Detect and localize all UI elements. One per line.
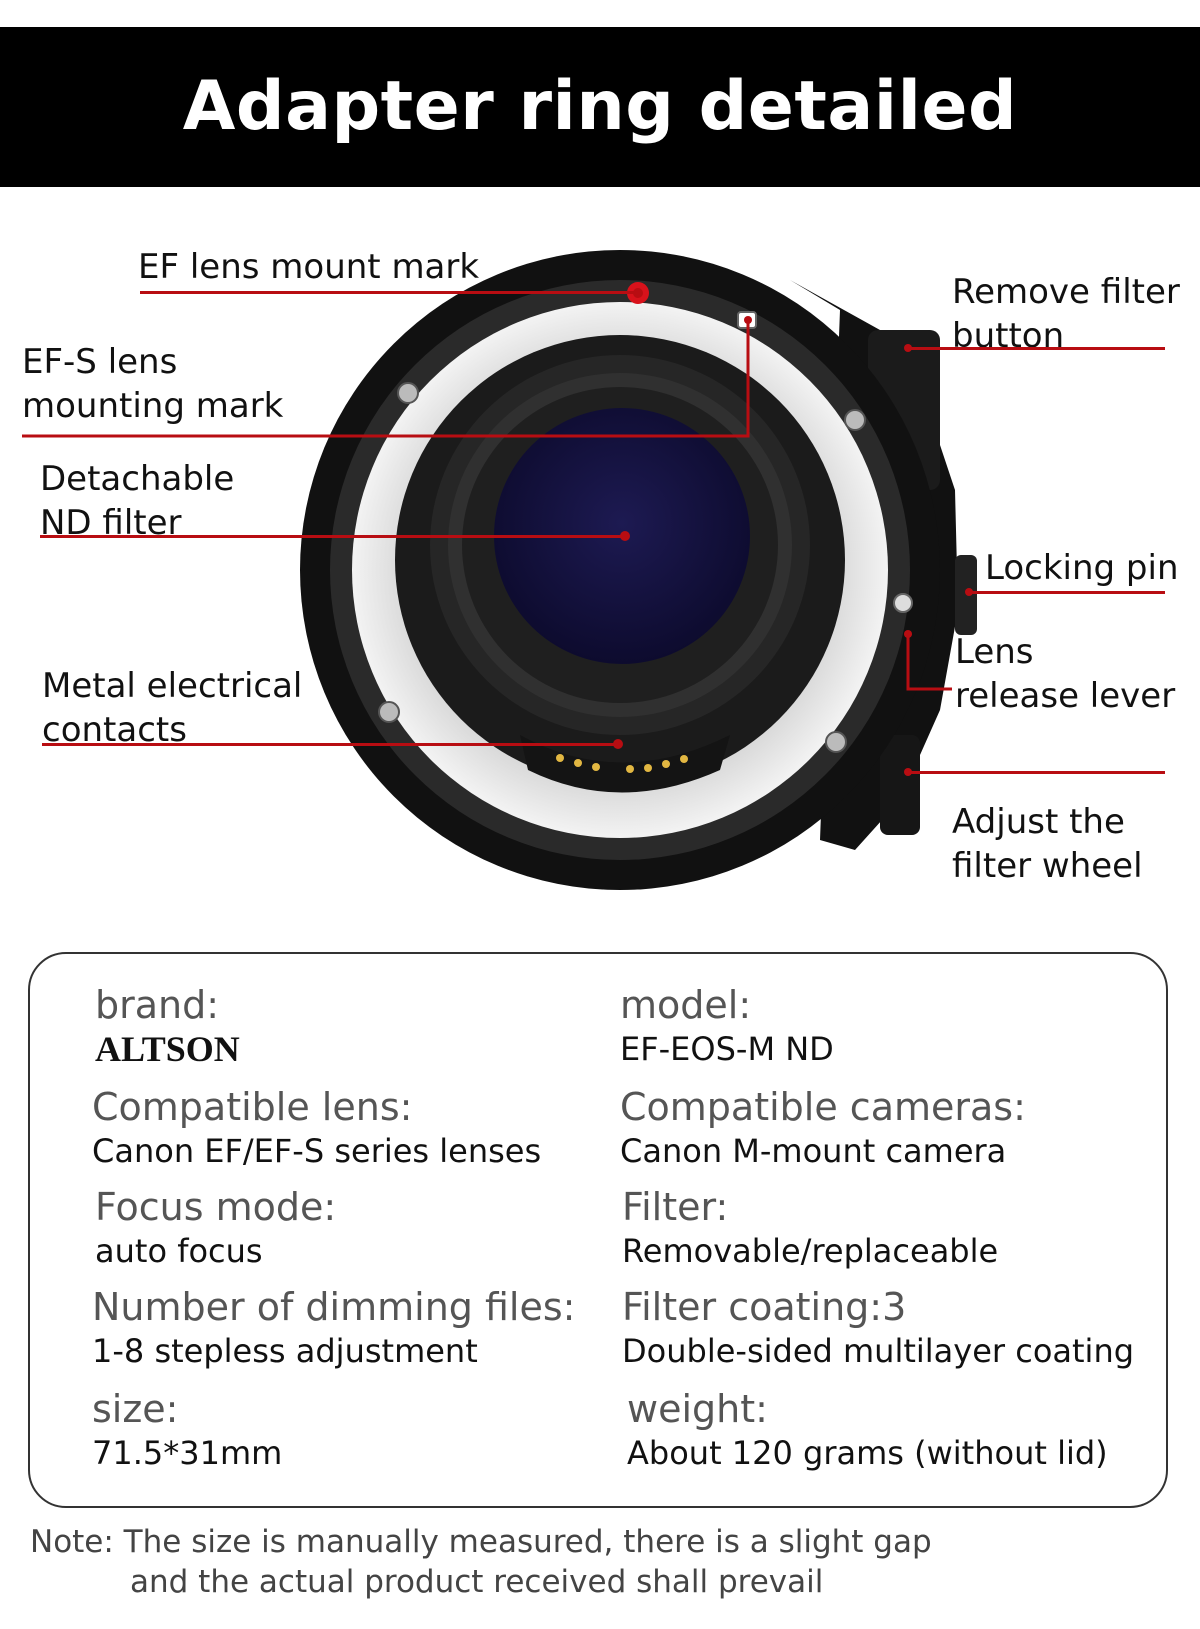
spec-label: size: xyxy=(92,1387,179,1431)
disclaimer-note: Note: The size is manually measured, the… xyxy=(30,1522,932,1602)
callout-lens-release-lever: Lens release lever xyxy=(955,632,1176,716)
spec-label: Number of dimming files: xyxy=(92,1285,576,1329)
spec-label: weight: xyxy=(627,1387,768,1431)
leader-locking-pin xyxy=(969,591,1165,594)
leader-remove-filter xyxy=(908,347,1165,350)
spec-label: Compatible cameras: xyxy=(620,1085,1026,1129)
leader-ef-mount xyxy=(140,291,638,294)
leader-filter-wheel xyxy=(908,771,1165,774)
spec-brand: brand: ALTSON xyxy=(95,982,240,1070)
spec-value: ALTSON xyxy=(95,1029,240,1069)
callout-locking-pin: Locking pin xyxy=(985,548,1179,588)
header-banner: Adapter ring detailed introduction xyxy=(0,27,1200,306)
leader-contacts xyxy=(42,743,618,746)
spec-value: Canon M-mount camera xyxy=(620,1132,1007,1170)
callout-ef-lens-mount-mark: EF lens mount mark xyxy=(138,247,480,287)
spec-focus-mode: Focus mode: auto focus xyxy=(95,1184,336,1272)
callout-efs-lens-mounting-mark: EF-S lens mounting mark xyxy=(22,342,284,426)
note-line-1: Note: The size is manually measured, the… xyxy=(30,1524,932,1560)
lens-release-lever xyxy=(893,593,913,613)
spec-value: Canon EF/EF-S series lenses xyxy=(92,1132,542,1170)
adapter-ring-illustration xyxy=(22,250,977,890)
callout-metal-electrical-contacts: Metal electrical contacts xyxy=(42,666,303,750)
spec-value: About 120 grams (without lid) xyxy=(627,1434,1108,1472)
adapter-diagram: EF lens mount mark EF-S lens mounting ma… xyxy=(0,190,1200,930)
locking-pin-part xyxy=(955,555,977,635)
spec-dimming-files: Number of dimming files: 1-8 stepless ad… xyxy=(92,1284,575,1372)
spec-panel: brand: ALTSON model: EF-EOS-M ND Compati… xyxy=(28,952,1168,1508)
spec-filter: Filter: Removable/replaceable xyxy=(622,1184,998,1272)
spec-filter-coating: Filter coating:3 Double-sided multilayer… xyxy=(622,1284,1134,1372)
spec-value: Double-sided multilayer coating xyxy=(622,1332,1135,1370)
spec-value: 1-8 stepless adjustment xyxy=(92,1332,478,1370)
callout-adjust-filter-wheel: Adjust the filter wheel xyxy=(952,802,1143,886)
spec-weight: weight: About 120 grams (without lid) xyxy=(627,1386,1108,1474)
spec-size: size: 71.5*31mm xyxy=(92,1386,282,1474)
callout-remove-filter-button: Remove filter button xyxy=(952,272,1180,356)
spec-value: auto focus xyxy=(95,1232,263,1270)
note-line-2: and the actual product received shall pr… xyxy=(130,1564,824,1600)
spec-label: Filter coating:3 xyxy=(622,1285,907,1329)
spec-value: EF-EOS-M ND xyxy=(620,1030,834,1068)
leader-nd-filter xyxy=(40,535,625,538)
spec-label: brand: xyxy=(95,983,220,1027)
page-title: Adapter ring detailed introduction xyxy=(182,67,1018,306)
spec-model: model: EF-EOS-M ND xyxy=(620,982,834,1070)
spec-label: Focus mode: xyxy=(95,1185,337,1229)
spec-compatible-cameras: Compatible cameras: Canon M-mount camera xyxy=(620,1084,1026,1172)
spec-value: 71.5*31mm xyxy=(92,1434,283,1472)
callout-detachable-nd-filter: Detachable ND filter xyxy=(40,459,235,543)
filter-wheel-part xyxy=(880,735,920,835)
spec-value: Removable/replaceable xyxy=(622,1232,999,1270)
spec-label: Filter: xyxy=(622,1185,729,1229)
spec-label: model: xyxy=(620,983,752,1027)
spec-label: Compatible lens: xyxy=(92,1085,413,1129)
spec-compatible-lens: Compatible lens: Canon EF/EF-S series le… xyxy=(92,1084,541,1172)
